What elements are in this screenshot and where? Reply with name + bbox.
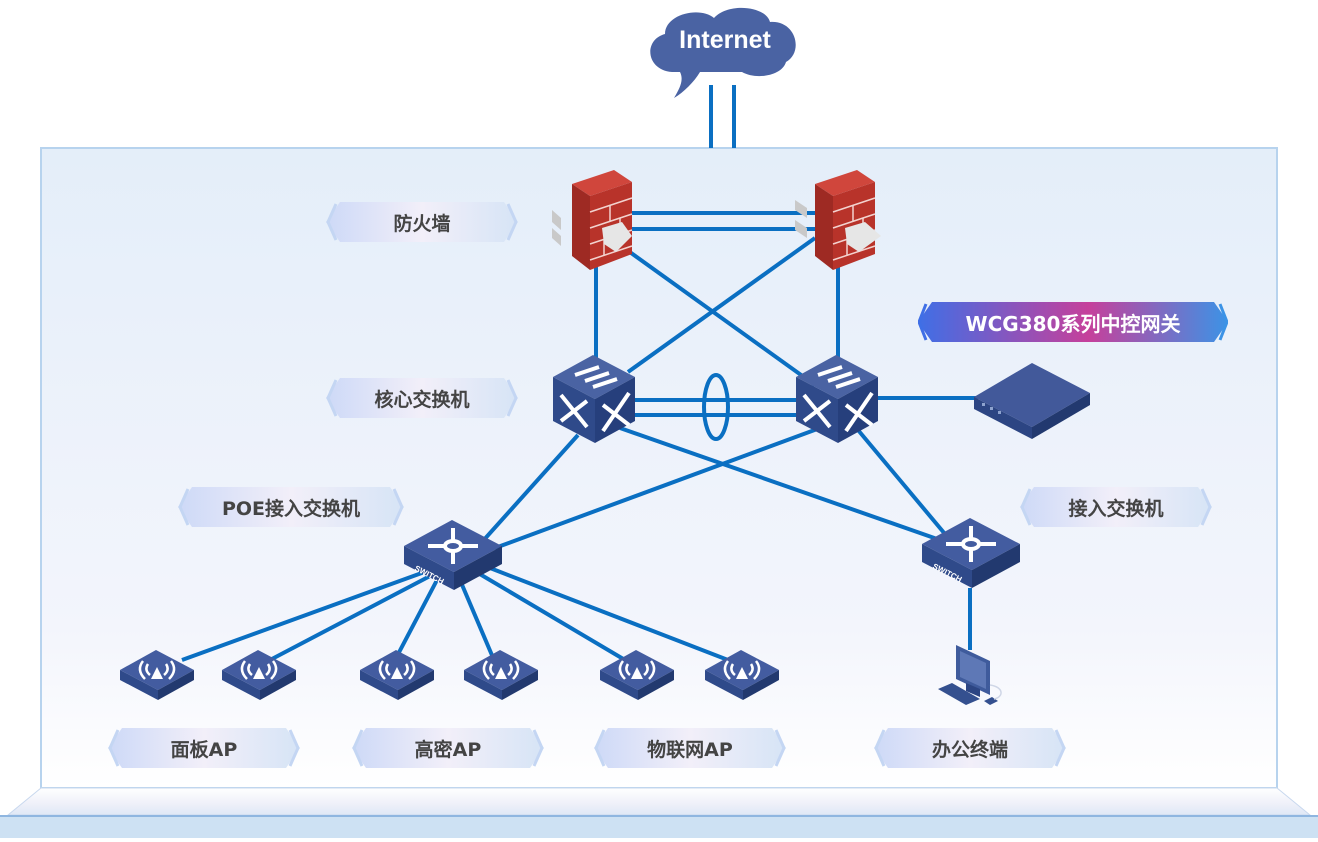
wireless-ap-group [120,650,779,700]
label-iot-ap-text: 物联网AP [647,738,733,761]
link-aggregation-ring [702,373,730,441]
label-firewall-text: 防火墙 [393,212,451,235]
network-zone-panel [40,147,1278,789]
label-firewall: 防火墙 [326,202,518,242]
internet-cloud-icon [650,7,796,99]
link-poe-ap1 [181,568,431,662]
label-poe-switch: POE接入交换机 [178,487,404,527]
network-links [181,85,978,662]
wireless-ap-icon [120,650,194,700]
label-panel-ap-text: 面板AP [170,738,238,761]
label-office-terminal: 办公终端 [874,728,1066,768]
label-iot-ap: 物联网AP [594,728,786,768]
firewall-icon [795,170,881,270]
label-core-switch-text: 核心交换机 [374,388,470,411]
link-core2-poe [494,426,821,550]
poe-switch-icon: SWITCH [404,520,502,590]
label-office-terminal-text: 办公终端 [931,738,1008,761]
gateway-appliance-icon [974,363,1090,439]
floor-base [0,817,1318,838]
label-gateway: WCG380系列中控网关 [918,302,1228,342]
label-core-switch: 核心交换机 [326,378,518,418]
link-core1-access [619,426,941,542]
link-fw2-core1 [626,236,817,374]
link-poe-ap6 [489,566,729,662]
wireless-ap-icon [705,650,779,700]
internet-label: Internet [679,26,771,54]
core-switch-icon [553,355,635,443]
link-core1-poe [480,433,580,544]
link-poe-ap5 [476,571,627,662]
core-switch-icon [796,355,878,443]
label-poe-switch-text: POE接入交换机 [221,497,361,520]
firewall-icon [552,170,633,270]
link-core2-access [856,428,952,542]
wireless-ap-icon [360,650,434,700]
link-poe-ap4 [458,579,496,661]
label-panel-ap: 面板AP [108,728,300,768]
wireless-ap-icon [464,650,538,700]
floor-platform [6,787,1312,816]
wireless-ap-icon [600,650,674,700]
link-fw1-core2 [618,243,817,387]
label-high-density-ap: 高密AP [352,728,544,768]
label-access-switch-text: 接入交换机 [1068,497,1164,520]
link-poe-ap2 [269,573,433,662]
desktop-computer-icon [938,645,1002,705]
wireless-ap-icon [222,650,296,700]
link-poe-ap3 [393,579,439,661]
label-gateway-text: WCG380系列中控网关 [965,311,1181,336]
label-access-switch: 接入交换机 [1020,487,1212,527]
label-high-density-ap-text: 高密AP [414,738,482,761]
